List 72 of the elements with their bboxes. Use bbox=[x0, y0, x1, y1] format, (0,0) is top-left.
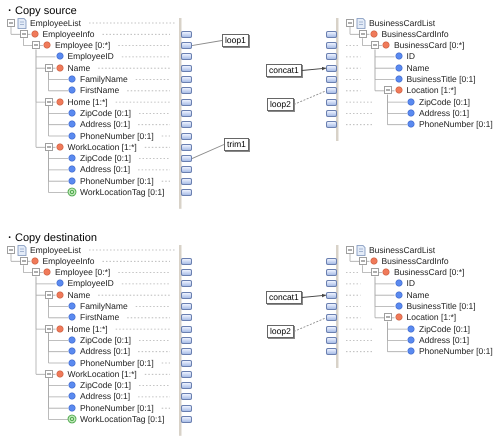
port-handle bbox=[326, 314, 337, 322]
port-handle bbox=[326, 292, 337, 299]
tree-item-label: PhoneNumber [0:1] bbox=[80, 358, 154, 368]
function-box: loop2 bbox=[267, 325, 294, 338]
tree-item-label: Employee [0:*] bbox=[55, 267, 110, 278]
arrow bbox=[301, 66, 326, 71]
tree-item-label: ID bbox=[406, 278, 415, 290]
tree-item-label: ZipCode [0:1] bbox=[80, 380, 132, 392]
tree-item-label: BusinessCardInfo bbox=[382, 256, 449, 267]
section-heading: ・Copy destination bbox=[4, 231, 97, 245]
tree-item-label: Address [0:1] bbox=[419, 108, 470, 119]
leader-line bbox=[293, 90, 326, 105]
tree-item-label: Address [0:1] bbox=[80, 391, 130, 402]
tree-item-label: Name bbox=[68, 290, 90, 301]
tree-item-label: ZipCode [0:1] bbox=[80, 108, 132, 119]
tree-item-label: WorkLocationTag [0:1] bbox=[80, 414, 164, 425]
tree-item-label: BusinessCard [0:*] bbox=[394, 267, 464, 278]
section-heading: ・Copy source bbox=[4, 4, 77, 18]
tree-item-label: BusinessCardInfo bbox=[382, 28, 449, 40]
tree-item-label: EmployeeInfo bbox=[42, 28, 94, 40]
function-box: trim1 bbox=[224, 138, 249, 151]
tree-item-label: ID bbox=[406, 51, 415, 62]
tree-item-label: Employee [0:*] bbox=[55, 40, 110, 52]
tree-item-label: Name bbox=[68, 62, 90, 74]
port-handle bbox=[181, 42, 192, 50]
tree-item-label: Name bbox=[406, 290, 430, 301]
port-handle bbox=[181, 155, 192, 162]
tree-item-label: ZipCode [0:1] bbox=[419, 96, 470, 108]
tree-item-label: FamilyName bbox=[80, 74, 128, 85]
tree-item-label: BusinessTitle [0:1] bbox=[406, 74, 476, 85]
tree-item-label: EmployeeInfo bbox=[42, 256, 94, 267]
tree-item-label: Name bbox=[406, 62, 430, 74]
tree-item-label: WorkLocation [1:*] bbox=[68, 368, 137, 380]
tree-item-label: Home [1:*] bbox=[68, 96, 108, 108]
tree-item-label: BusinessCard [0:*] bbox=[394, 40, 464, 52]
tree-item-label: FirstName bbox=[80, 312, 120, 324]
leader-line bbox=[192, 144, 224, 160]
tree-item-label: Location [1:*] bbox=[406, 312, 456, 324]
arrow bbox=[301, 294, 326, 298]
function-box: loop1 bbox=[222, 34, 249, 47]
tree-item-label: PhoneNumber [0:1] bbox=[419, 346, 493, 358]
tree-item-label: Address [0:1] bbox=[419, 334, 470, 346]
tree-item-label: ZipCode [0:1] bbox=[80, 334, 132, 346]
tree-item-label: PhoneNumber [0:1] bbox=[80, 176, 154, 187]
tree-item-label: BusinessTitle [0:1] bbox=[406, 301, 476, 312]
tree-item-label: Address [0:1] bbox=[80, 119, 130, 130]
tree-item-label: Address [0:1] bbox=[80, 164, 130, 176]
tree-item-label: EmployeeList bbox=[30, 244, 82, 256]
port-handle bbox=[326, 87, 337, 94]
tree-item-label: FirstName bbox=[80, 85, 120, 96]
tree-item-label: WorkLocationTag [0:1] bbox=[80, 187, 164, 198]
tree-item-label: Address [0:1] bbox=[80, 346, 130, 358]
function-box: loop2 bbox=[267, 98, 294, 111]
leader-line bbox=[192, 40, 222, 46]
tree-item-label: ZipCode [0:1] bbox=[80, 153, 132, 164]
tree-item-label: EmployeeID bbox=[68, 51, 114, 62]
tree-item-label: PhoneNumber [0:1] bbox=[80, 402, 154, 414]
port-handle bbox=[326, 64, 337, 72]
tree-item-label: Location [1:*] bbox=[406, 85, 456, 96]
tree-item-label: BusinessCardList bbox=[369, 244, 436, 256]
function-box: concat1 bbox=[266, 291, 302, 304]
tree-item-label: EmployeeID bbox=[68, 278, 114, 290]
tree-item-label: Home [1:*] bbox=[68, 324, 108, 335]
tree-item-label: WorkLocation [1:*] bbox=[68, 142, 137, 153]
tree-item-label: PhoneNumber [0:1] bbox=[80, 130, 154, 142]
function-box: concat1 bbox=[266, 64, 302, 77]
tree-item-label: PhoneNumber [0:1] bbox=[419, 119, 493, 130]
leader-line bbox=[293, 317, 326, 332]
tree-item-label: ZipCode [0:1] bbox=[419, 324, 470, 335]
tree-item-label: FamilyName bbox=[80, 301, 128, 312]
tree-item-label: EmployeeList bbox=[30, 18, 82, 28]
tree-item-label: BusinessCardList bbox=[369, 18, 436, 28]
